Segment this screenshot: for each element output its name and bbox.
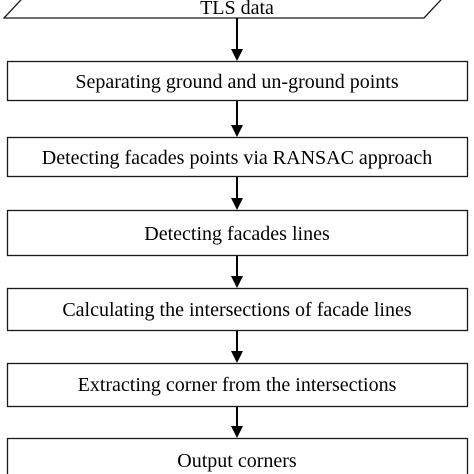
arrowhead-icon bbox=[231, 426, 243, 438]
process-step-output-corners: Output corners bbox=[6, 437, 469, 474]
process-label: Detecting facades lines bbox=[144, 223, 330, 245]
process-box bbox=[6, 437, 469, 474]
process-step-detect-facade-lines: Detecting facades lines bbox=[6, 209, 469, 257]
process-box bbox=[6, 209, 469, 257]
arrowhead-icon bbox=[231, 125, 243, 137]
input-label: TLS data bbox=[200, 0, 274, 19]
input-parallelogram bbox=[2, 0, 442, 19]
flow-arrow bbox=[231, 18, 243, 61]
flow-arrow bbox=[231, 177, 243, 210]
process-label: Calculating the intersections of facade … bbox=[62, 299, 412, 321]
arrowhead-icon bbox=[231, 276, 243, 288]
process-step-calc-intersections: Calculating the intersections of facade … bbox=[6, 287, 469, 332]
process-step-detect-facade-points: Detecting facades points via RANSAC appr… bbox=[6, 136, 469, 178]
process-box bbox=[6, 287, 469, 332]
process-label: Separating ground and un-ground points bbox=[75, 71, 398, 93]
flow-arrow bbox=[231, 407, 243, 438]
process-step-extract-corner: Extracting corner from the intersections bbox=[6, 362, 469, 408]
flow-arrow bbox=[231, 256, 243, 288]
process-box bbox=[6, 362, 469, 408]
arrowhead-icon bbox=[231, 49, 243, 61]
process-label: Extracting corner from the intersections bbox=[78, 374, 397, 396]
flow-arrow bbox=[231, 101, 243, 137]
arrowhead-icon bbox=[231, 198, 243, 210]
process-step-separate-ground: Separating ground and un-ground points bbox=[6, 60, 469, 102]
input-data-node: TLS data bbox=[2, 0, 442, 19]
arrowhead-icon bbox=[231, 351, 243, 363]
process-box bbox=[6, 136, 469, 178]
process-label: Detecting facades points via RANSAC appr… bbox=[42, 147, 432, 169]
flow-arrow bbox=[231, 331, 243, 363]
process-box bbox=[6, 60, 469, 102]
process-label: Output corners bbox=[177, 450, 297, 472]
